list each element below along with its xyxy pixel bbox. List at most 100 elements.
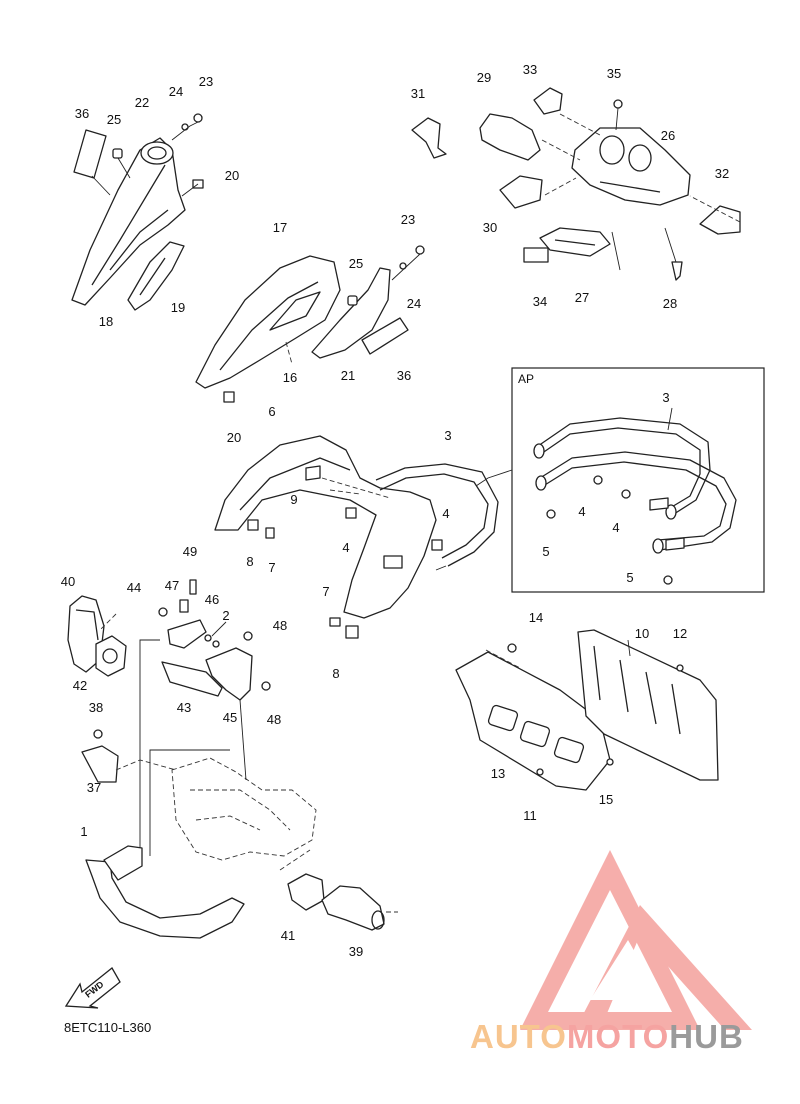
watermark-hub: HUB	[669, 1018, 744, 1055]
part-6-emblem	[383, 555, 403, 569]
callout-c29: 29	[477, 70, 491, 85]
part-25-grommet	[112, 148, 123, 159]
callout-c5ap2: 5	[626, 570, 633, 585]
detail-ap-label: AP	[518, 372, 534, 386]
callout-c32: 32	[715, 166, 729, 181]
handle-guard-group	[214, 435, 499, 639]
callout-c46: 46	[205, 592, 219, 607]
callout-c44: 44	[127, 580, 141, 595]
callout-c42: 42	[73, 678, 87, 693]
radiator-cover-group	[455, 629, 719, 791]
part-45-stay	[205, 647, 253, 701]
callout-c18: 18	[99, 314, 113, 329]
watermark-logo	[520, 850, 752, 1030]
callout-c4ap1: 4	[578, 504, 585, 519]
part-1-bumper	[85, 859, 245, 939]
part-24-washer-center	[399, 262, 407, 270]
part-4-bolt-a	[345, 507, 357, 519]
part-2-grommet-b	[212, 640, 220, 648]
callout-c31: 31	[411, 86, 425, 101]
meter-panel-group	[411, 87, 741, 281]
callout-c43: 43	[177, 700, 191, 715]
watermark-moto: MOTO	[566, 1018, 670, 1055]
callout-c23b: 23	[401, 212, 415, 227]
detail-bolt-4a	[593, 475, 603, 485]
callout-c22: 22	[135, 95, 149, 110]
callout-c11: 11	[523, 808, 537, 823]
callout-c25a: 25	[107, 112, 121, 127]
headlight-stay-group	[67, 579, 271, 701]
callout-c40: 40	[61, 574, 75, 589]
part-37-plate	[81, 745, 119, 783]
callout-c27: 27	[575, 290, 589, 305]
detail-pipe-lower	[539, 451, 737, 551]
callout-c15: 15	[599, 792, 613, 807]
callout-c37: 37	[87, 780, 101, 795]
part-49-screw	[189, 579, 197, 595]
part-11-clip	[536, 768, 544, 776]
part-28-clip	[671, 261, 683, 281]
callout-c4ap2: 4	[612, 520, 619, 535]
callout-c30: 30	[483, 220, 497, 235]
callout-c36b: 36	[397, 368, 411, 383]
callout-c35: 35	[607, 66, 621, 81]
part-42-gasket	[95, 635, 127, 677]
callout-c10: 10	[635, 626, 649, 641]
callout-c34: 34	[533, 294, 547, 309]
part-17-upper-cowl	[195, 255, 341, 389]
callout-c26: 26	[661, 128, 675, 143]
part-10-panel	[577, 629, 719, 781]
part-32-bracket	[699, 205, 741, 235]
front-cowl-left-group	[71, 113, 204, 311]
detail-ap-box	[475, 367, 765, 593]
callout-c4b: 4	[442, 506, 449, 521]
callout-c2: 2	[222, 608, 229, 623]
part-23-bolt-left	[193, 113, 203, 123]
part-22-bracket	[140, 141, 174, 165]
part-7-bolt-b	[329, 617, 341, 627]
callout-c48a: 48	[273, 618, 287, 633]
part-9-bracket	[305, 465, 321, 481]
fwd-arrow-icon: FWD	[64, 967, 121, 1009]
callout-c7b: 7	[322, 584, 329, 599]
callout-c14: 14	[529, 610, 543, 625]
part-48-bolt-b	[261, 681, 271, 691]
part-2-grommet-a	[204, 634, 212, 642]
part-7-bolt-a	[265, 527, 275, 539]
detail-bolt-4b	[621, 489, 631, 499]
part-29-cover-left	[479, 113, 541, 161]
callout-c48b: 48	[267, 712, 281, 727]
callout-c24a: 24	[169, 84, 183, 99]
callout-c36a: 36	[75, 106, 89, 121]
detail-bolt-5a	[546, 509, 556, 519]
callout-c7a: 7	[268, 560, 275, 575]
part-25-grommet-center	[347, 295, 358, 306]
watermark-auto: AUTO	[470, 1018, 567, 1055]
frame-outline	[171, 757, 317, 861]
callout-c17: 17	[273, 220, 287, 235]
part-47-spacer	[179, 599, 189, 613]
callout-c20b: 20	[227, 430, 241, 445]
callout-c25b: 25	[349, 256, 363, 271]
part-8-nut-b	[345, 625, 359, 639]
detail-pipe-upper	[537, 417, 711, 515]
callout-c24b: 24	[407, 296, 421, 311]
part-6-windshield	[214, 435, 437, 619]
callout-c3ap: 3	[662, 390, 669, 405]
part-39-duct	[321, 885, 385, 931]
callout-c23a: 23	[199, 74, 213, 89]
part-31-bracket	[411, 117, 447, 159]
callout-c9: 9	[290, 492, 297, 507]
callout-c8b: 8	[332, 666, 339, 681]
callout-c5ap1: 5	[542, 544, 549, 559]
callout-c4a: 4	[342, 540, 349, 555]
drawing-code: 8ETC110-L360	[64, 1020, 151, 1035]
callout-c20a: 20	[225, 168, 239, 183]
part-44-bolt	[158, 607, 168, 617]
front-cowl-center-group: YAMAHA	[195, 245, 425, 403]
part-15-clip	[606, 758, 614, 766]
part-35-bolt	[613, 99, 623, 109]
callout-c12: 12	[673, 626, 687, 641]
